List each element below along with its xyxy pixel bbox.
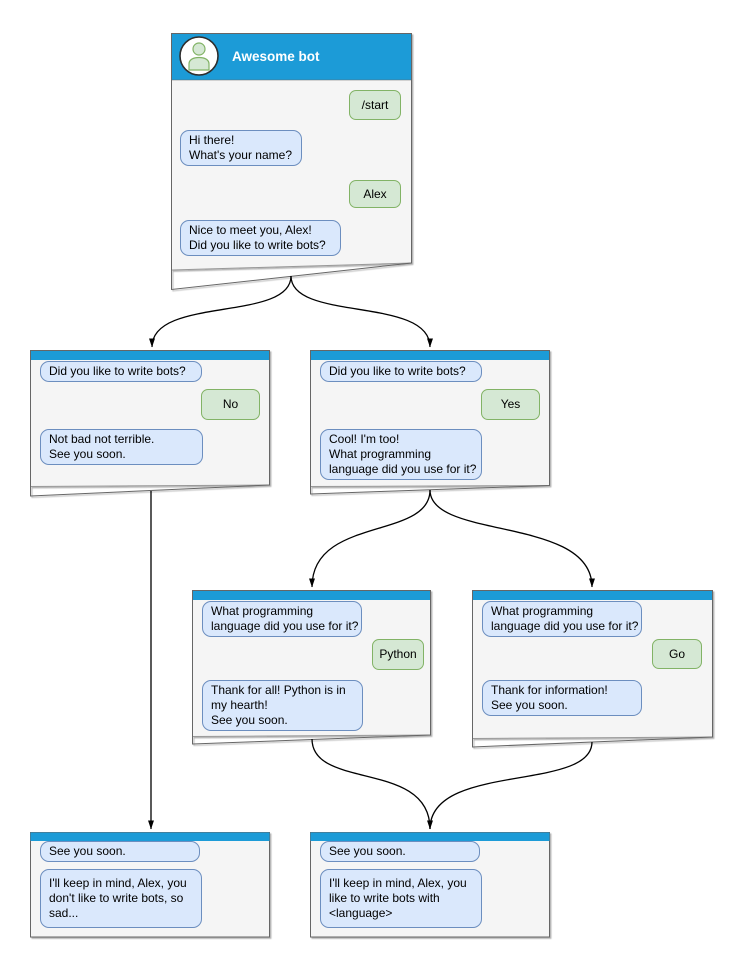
window-title-bar	[192, 590, 431, 600]
connector-start-to-yes-arrow	[290, 275, 433, 348]
message-bubble-ask-name: Hi there! What's your name?	[180, 130, 302, 166]
message-bubble-reply: Cool! I'm too! What programming language…	[320, 429, 482, 480]
tear-edge	[472, 736, 713, 739]
window-outline	[472, 590, 713, 748]
window-title-bar	[472, 590, 713, 600]
command-bubble-start: /start	[349, 90, 401, 120]
message-bubble-reply: Thank for information! See you soon.	[482, 680, 642, 716]
person-icon	[188, 56, 210, 71]
window-outline	[171, 33, 412, 291]
tear-edge	[30, 484, 270, 487]
command-bubble-no: No	[201, 389, 260, 420]
message-bubble-see-you-soon: See you soon.	[40, 841, 200, 862]
tear-edge	[310, 485, 550, 487]
command-bubble-alex: Alex	[349, 180, 401, 208]
person-icon	[192, 42, 206, 56]
message-bubble-keep-in-mind: I'll keep in mind, Alex, you like to wri…	[320, 869, 482, 928]
message-bubble-question: Did you like to write bots?	[40, 361, 202, 382]
tear-edge	[171, 262, 412, 271]
connector-start-to-no-arrow	[149, 275, 292, 348]
window-outline	[30, 350, 270, 497]
connector-go-to-end-arrow	[429, 741, 593, 830]
window-title-bar	[310, 832, 550, 841]
command-bubble-python: Python	[372, 639, 424, 670]
connector-yes-to-python-arrow	[309, 489, 431, 588]
avatar	[179, 36, 219, 76]
window-title-bar	[30, 832, 270, 841]
message-bubble-question: Did you like to write bots?	[320, 361, 482, 382]
message-bubble-reply: Thank for all! Python is in my hearth! S…	[202, 680, 363, 731]
window-title-bar	[310, 350, 550, 360]
window-title-bar	[30, 350, 270, 360]
command-bubble-go: Go	[652, 639, 702, 669]
message-bubble-question: What programming language did you use fo…	[202, 601, 362, 637]
message-bubble-see-you-soon: See you soon.	[320, 841, 480, 862]
bot-title: Awesome bot	[232, 49, 320, 64]
connector-python-to-end-arrow	[311, 738, 433, 830]
window-outline	[192, 590, 431, 745]
tear-edge	[192, 734, 431, 737]
message-bubble-question: What programming language did you use fo…	[482, 601, 642, 637]
message-bubble-ask-bots: Nice to meet you, Alex! Did you like to …	[180, 220, 341, 256]
message-bubble-keep-in-mind: I'll keep in mind, Alex, you don't like …	[40, 869, 202, 928]
command-bubble-yes: Yes	[481, 389, 540, 420]
message-bubble-reply: Not bad not terrible. See you soon.	[40, 429, 203, 465]
window-outline	[310, 350, 550, 495]
connector-yes-to-go-arrow	[429, 489, 595, 588]
